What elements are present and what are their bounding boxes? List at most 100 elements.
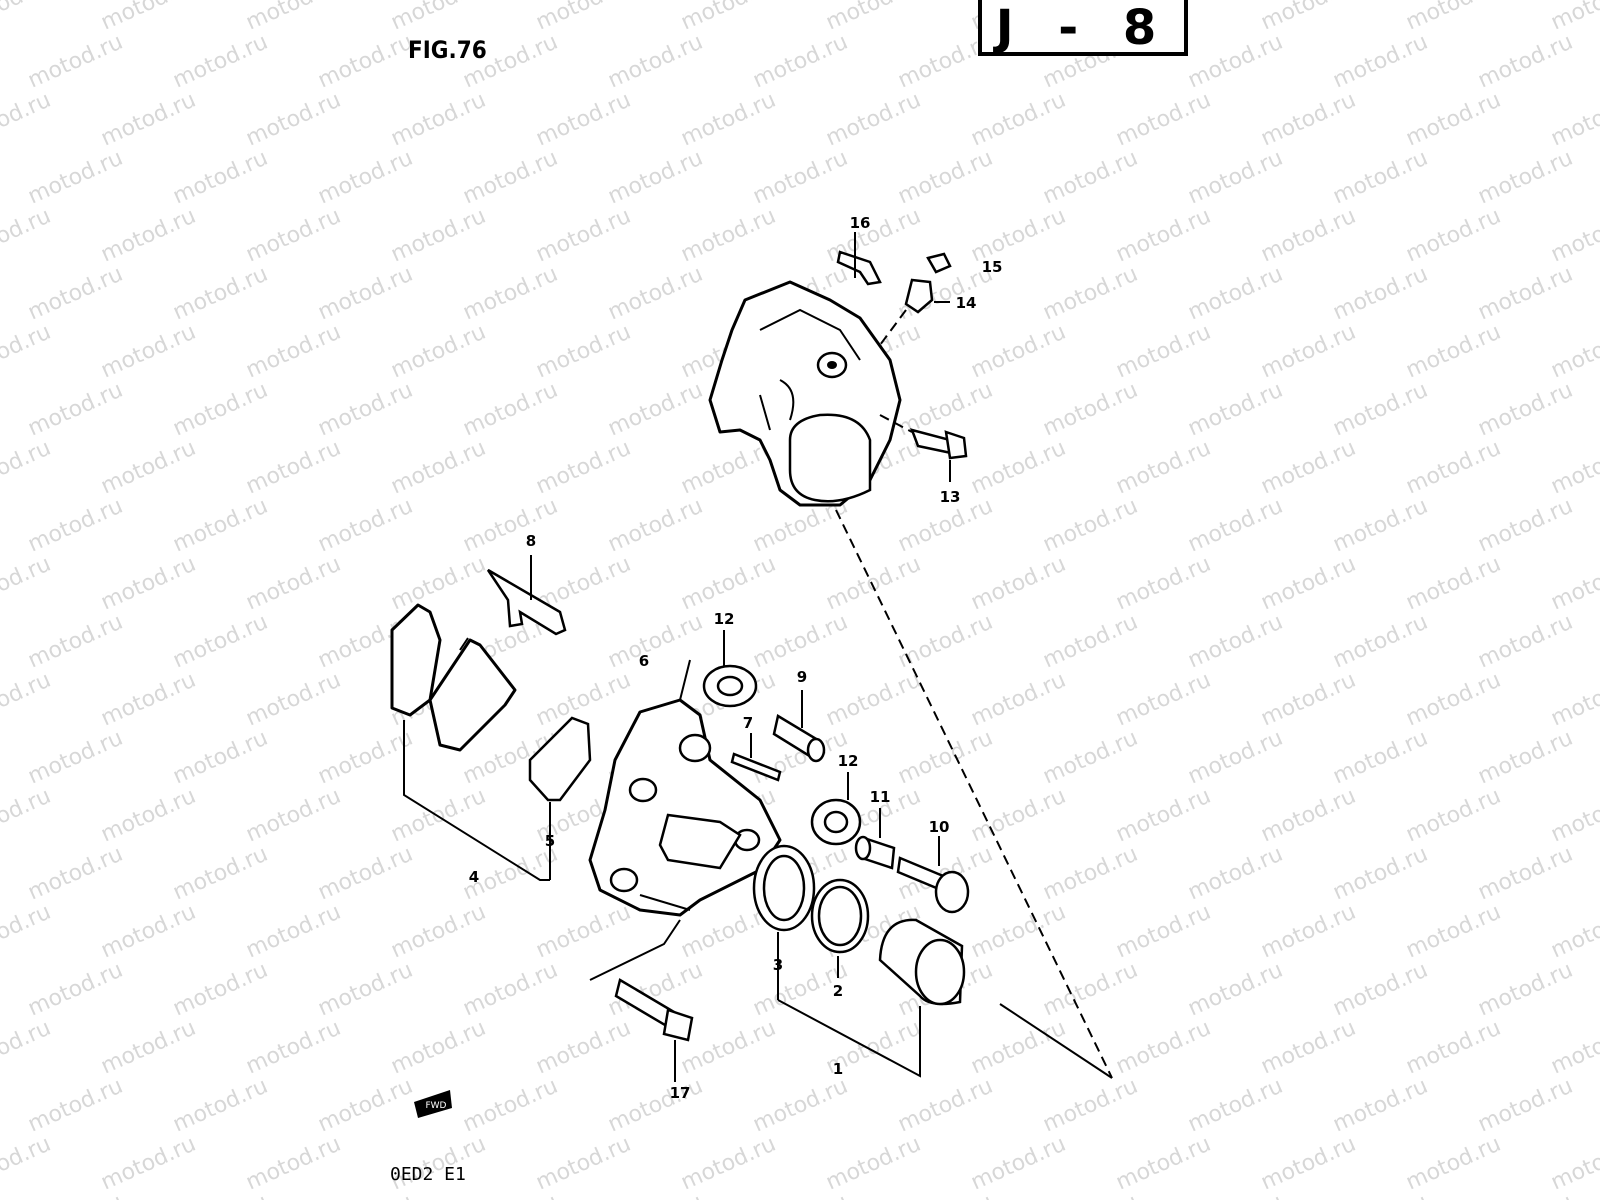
watermark-text: motod.ru bbox=[314, 842, 416, 906]
watermark-text: motod.ru bbox=[822, 1132, 924, 1196]
figure-title: FIG.76 bbox=[408, 36, 487, 64]
watermark-text: motod.ru bbox=[314, 1190, 416, 1200]
watermark-text: motod.ru bbox=[242, 1132, 344, 1196]
watermark-text: motod.ru bbox=[0, 784, 55, 848]
watermark-text: motod.ru bbox=[1329, 1074, 1431, 1138]
watermark-text: motod.ru bbox=[1402, 436, 1504, 500]
watermark-text: motod.ru bbox=[822, 668, 924, 732]
watermark-text: motod.ru bbox=[1329, 958, 1431, 1022]
fwd-label: FWD bbox=[425, 1101, 446, 1111]
callouts: 1 2 3 4 5 6 7 8 9 10 11 12 12 13 14 15 1… bbox=[469, 214, 1003, 1102]
watermark-text: motod.ru bbox=[1112, 1016, 1214, 1080]
brackets-1-2-3 bbox=[777, 932, 921, 1078]
watermark-text: motod.ru bbox=[967, 552, 1069, 616]
watermark-text: motod.ru bbox=[1257, 668, 1359, 732]
watermark-text: motod.ru bbox=[1402, 668, 1504, 732]
watermark-text: motod.ru bbox=[532, 1132, 634, 1196]
callout-10: 10 bbox=[929, 818, 950, 836]
watermark-text: motod.ru bbox=[1184, 958, 1286, 1022]
watermark-text: motod.ru bbox=[532, 0, 634, 35]
watermark-text: motod.ru bbox=[314, 378, 416, 442]
watermark-text: motod.ru bbox=[749, 30, 851, 94]
watermark-text: motod.ru bbox=[1329, 1190, 1431, 1200]
forward-arrow-icon: FWD bbox=[414, 1090, 452, 1118]
part-9-sleeve bbox=[772, 690, 826, 763]
watermark-text: motod.ru bbox=[169, 146, 271, 210]
watermark-text: motod.ru bbox=[242, 88, 344, 152]
watermark-text: motod.ru bbox=[459, 1190, 561, 1200]
watermark-text: motod.ru bbox=[894, 726, 996, 790]
callout-13: 13 bbox=[940, 488, 961, 506]
leader-body-2 bbox=[999, 1003, 1113, 1079]
watermark-text: motod.ru bbox=[1184, 610, 1286, 674]
watermark-text: motod.ru bbox=[242, 320, 344, 384]
watermark-text: motod.ru bbox=[24, 378, 126, 442]
watermark-text: motod.ru bbox=[1474, 610, 1576, 674]
watermark-text: motod.ru bbox=[1547, 668, 1600, 732]
watermark-text: motod.ru bbox=[1039, 842, 1141, 906]
watermark-text: motod.ru bbox=[1329, 842, 1431, 906]
watermark-text: motod.ru bbox=[604, 262, 706, 326]
watermark-text: motod.ru bbox=[1402, 320, 1504, 384]
watermark-text: motod.ru bbox=[1474, 726, 1576, 790]
watermark-text: motod.ru bbox=[532, 204, 634, 268]
watermark-text: motod.ru bbox=[1474, 1074, 1576, 1138]
watermark-text: motod.ru bbox=[1547, 900, 1600, 964]
callout-5: 5 bbox=[545, 832, 555, 850]
part-12-boot-top bbox=[679, 630, 758, 708]
watermark-text: motod.ru bbox=[0, 0, 55, 35]
watermark-text: motod.ru bbox=[97, 784, 199, 848]
watermark-text: motod.ru bbox=[1547, 436, 1600, 500]
watermark-text: motod.ru bbox=[459, 146, 561, 210]
watermark-text: motod.ru bbox=[314, 146, 416, 210]
callout-14: 14 bbox=[956, 294, 977, 312]
watermark-text: motod.ru bbox=[1329, 610, 1431, 674]
watermark-text: motod.ru bbox=[169, 958, 271, 1022]
caliper-body bbox=[708, 280, 902, 507]
callout-6: 6 bbox=[639, 652, 649, 670]
watermark-text: motod.ru bbox=[0, 320, 55, 384]
watermark-text: motod.ru bbox=[1402, 900, 1504, 964]
watermark-text: motod.ru bbox=[314, 958, 416, 1022]
watermark-text: motod.ru bbox=[459, 1074, 561, 1138]
watermark-text: motod.ru bbox=[532, 900, 634, 964]
watermark-text: motod.ru bbox=[242, 0, 344, 35]
watermark-text: motod.ru bbox=[677, 88, 779, 152]
part-5-pad-shim bbox=[528, 716, 592, 802]
footer-code: 0ED2 E1 bbox=[390, 1164, 466, 1185]
callout-12-top: 12 bbox=[714, 610, 735, 628]
watermark-text: motod.ru bbox=[314, 1074, 416, 1138]
brackets-4-5 bbox=[403, 720, 551, 881]
watermark-text: motod.ru bbox=[1184, 262, 1286, 326]
watermark-text: motod.ru bbox=[1039, 726, 1141, 790]
watermark-text: motod.ru bbox=[1112, 784, 1214, 848]
watermark-text: motod.ru bbox=[1329, 262, 1431, 326]
watermark-text: motod.ru bbox=[459, 262, 561, 326]
watermark-text: motod.ru bbox=[1474, 262, 1576, 326]
watermark-text: motod.ru bbox=[97, 900, 199, 964]
watermark-text: motod.ru bbox=[967, 1016, 1069, 1080]
watermark-text: motod.ru bbox=[1474, 958, 1576, 1022]
callout-12-bottom: 12 bbox=[838, 752, 859, 770]
watermark-text: motod.ru bbox=[314, 262, 416, 326]
watermark-text: motod.ru bbox=[604, 146, 706, 210]
watermark-text: motod.ru bbox=[1257, 784, 1359, 848]
watermark-text: motod.ru bbox=[459, 378, 561, 442]
watermark-text: motod.ru bbox=[314, 726, 416, 790]
watermark-text: motod.ru bbox=[1547, 320, 1600, 384]
watermark-text: motod.ru bbox=[242, 204, 344, 268]
watermark-text: motod.ru bbox=[0, 552, 55, 616]
watermark-text: motod.ru bbox=[967, 900, 1069, 964]
watermark-text: motod.ru bbox=[0, 900, 55, 964]
watermark-text: motod.ru bbox=[1112, 552, 1214, 616]
part-13-bolt bbox=[879, 414, 968, 482]
part-8-pad-spring bbox=[486, 555, 567, 636]
watermark-text: motod.ru bbox=[1257, 0, 1359, 35]
watermark-text: motod.ru bbox=[1257, 1016, 1359, 1080]
watermark-text: motod.ru bbox=[1257, 436, 1359, 500]
watermark-text: motod.ru bbox=[1112, 668, 1214, 732]
watermark-text: motod.ru bbox=[242, 668, 344, 732]
watermark-text: motod.ru bbox=[894, 1074, 996, 1138]
watermark-text: motod.ru bbox=[1402, 1016, 1504, 1080]
